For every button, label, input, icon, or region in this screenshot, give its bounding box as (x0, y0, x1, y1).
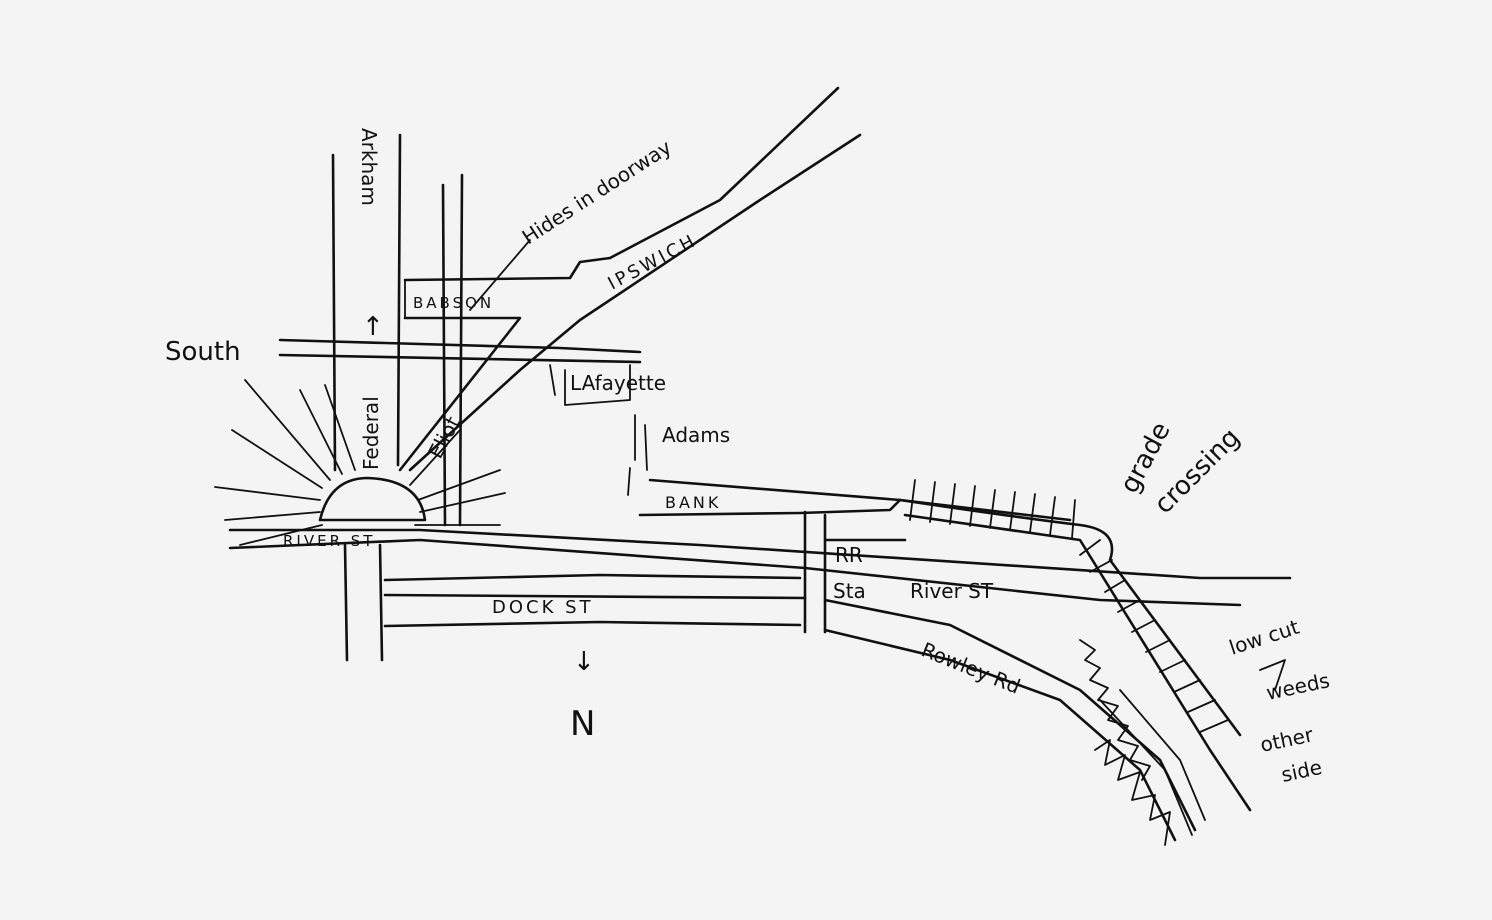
label-river-st-right: River ST (910, 579, 994, 603)
label-hides-in-doorway: Hides in doorway (518, 135, 676, 249)
north-arrow-icon: ↓ (573, 647, 595, 677)
label-lafayette: LAfayette (570, 371, 666, 395)
adams-street (627, 414, 648, 496)
label-south: South (165, 337, 241, 367)
label-side: side (1279, 755, 1324, 787)
label-river-st-left: RIVER ST (283, 532, 375, 550)
south-street (278, 338, 642, 364)
label-adams: Adams (662, 423, 730, 447)
label-ipswich: IPSWICH (604, 230, 700, 294)
label-rowley-rd: Rowley Rd (918, 637, 1024, 698)
sunburst-rising-sun (214, 379, 506, 546)
label-babson: BABSON (413, 294, 494, 312)
label-north: N (570, 704, 595, 744)
weeds-marks (1079, 639, 1171, 846)
label-eliot: Eliot (423, 412, 465, 462)
up-arrow-icon: ↑ (362, 312, 384, 342)
eliot-street (441, 173, 464, 527)
lafayette-street (549, 364, 631, 406)
label-sta: Sta (833, 579, 866, 603)
label-dock-st: DOCK ST (492, 597, 594, 618)
federal-street (331, 133, 402, 662)
label-rr: RR (835, 543, 863, 567)
rowley-road (823, 598, 1206, 842)
label-weeds: weeds (1264, 668, 1332, 705)
label-low-cut: low cut (1226, 615, 1302, 660)
rr-station (803, 510, 907, 634)
ipswich-road (408, 86, 862, 472)
label-other: other (1258, 722, 1316, 757)
label-federal: Federal (359, 396, 383, 470)
label-arkham: Arkham (357, 128, 381, 206)
railroad-tracks (898, 479, 1252, 812)
dock-street (383, 573, 807, 628)
babson-street (398, 256, 612, 472)
label-bank: BANK (665, 493, 721, 512)
weeds-pointer (1259, 659, 1286, 691)
hides-pointer (469, 239, 531, 311)
